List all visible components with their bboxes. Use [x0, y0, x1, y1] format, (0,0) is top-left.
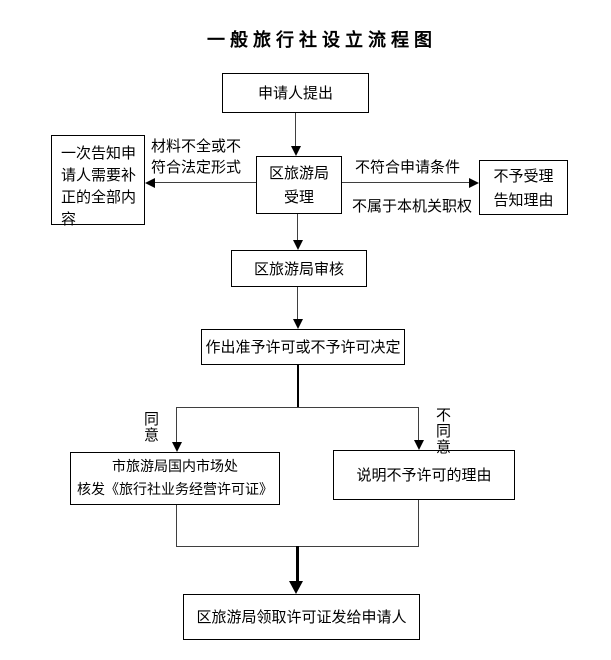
arrowhead-down-icon [293, 240, 303, 250]
connector-review-decision [297, 287, 298, 320]
label-not-meet-conditions: 不符合申请条件 [355, 158, 461, 176]
node-deliver-license: 区旅游局领取许可证发给申请人 [183, 594, 420, 640]
connector-license-merge [176, 505, 177, 547]
node-refusal-reason: 说明不予许可的理由 [333, 450, 515, 500]
arrowhead-down-icon [289, 581, 303, 594]
label-disagree: 不同意 [434, 407, 452, 455]
node-issue-license: 市旅游局国内市场处 核发《旅行社业务经营许可证》 [70, 452, 280, 505]
connector-accept-review [297, 214, 298, 241]
connector-branch-horizontal [176, 407, 419, 408]
arrowhead-down-icon [172, 442, 182, 452]
node-permit-decision: 作出准予许可或不予许可决定 [201, 329, 405, 365]
label-agree: 同意 [142, 411, 160, 443]
arrowhead-down-icon [414, 440, 424, 450]
node-reject-notice: 不予受理 告知理由 [479, 160, 568, 215]
page-title: 一般旅行社设立流程图 [207, 30, 437, 51]
label-not-this-authority: 不属于本机关职权 [352, 197, 473, 215]
arrowhead-left-icon [145, 178, 155, 188]
node-district-bureau-review: 区旅游局审核 [231, 250, 367, 287]
connector-branch-agree [176, 407, 177, 443]
arrowhead-down-icon [291, 146, 301, 156]
arrowhead-right-icon [469, 178, 479, 188]
node-notify-corrections: 一次告知申 请人需要补 正的全部内 容 [51, 135, 145, 228]
connector-refuse-merge [418, 500, 419, 547]
connector-branch-disagree [418, 407, 419, 441]
connector-merge-final [296, 546, 299, 583]
connector-accept-notify [154, 182, 256, 183]
node-applicant-submit: 申请人提出 [222, 73, 369, 113]
connector-apply-accept [295, 113, 296, 147]
label-materials-incomplete: 材料不全或不 符合法定形式 [151, 137, 242, 176]
arrowhead-down-icon [293, 319, 303, 329]
connector-accept-reject [342, 182, 470, 183]
node-district-bureau-accept: 区旅游局 受理 [256, 156, 342, 214]
connector-decision-stem [297, 365, 299, 408]
